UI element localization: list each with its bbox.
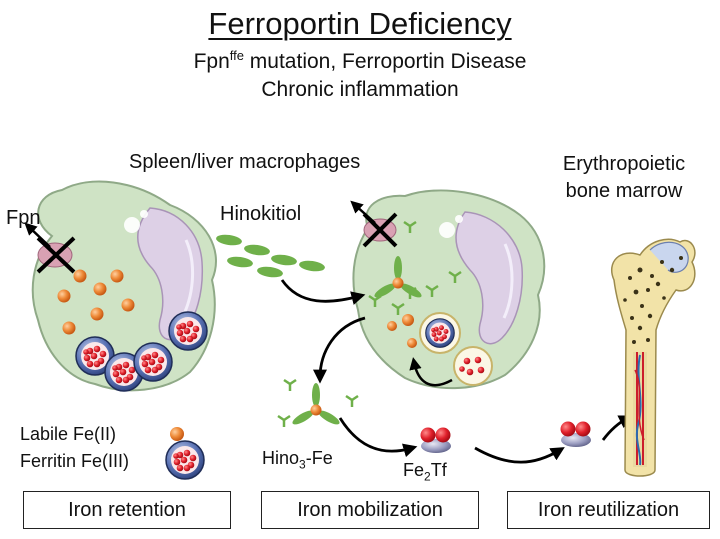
labile-iron-icon — [170, 427, 184, 441]
arrow-exit — [313, 316, 366, 384]
hino3-fe-label: Hino3-Fe — [262, 448, 333, 472]
transferrin-icon — [420, 421, 591, 453]
iron-retention-box: Iron retention — [23, 491, 231, 529]
arrow-to-marrow — [601, 415, 634, 441]
arrow-entry — [280, 279, 366, 305]
macrophages-label: Spleen/liver macrophages — [129, 151, 361, 173]
hino-suffix: -Fe — [305, 448, 333, 468]
fpn-text: Fpn — [193, 50, 230, 73]
hinokitiol-molecule-icon — [276, 378, 360, 429]
fe2tf-label: Fe2Tf — [403, 460, 447, 484]
hino-subscript: 3 — [299, 457, 306, 472]
fe2tf-suffix: Tf — [430, 460, 447, 480]
subtitle-line-2: Chronic inflammation — [261, 78, 459, 101]
subtitle-rest: mutation, Ferroportin Disease — [243, 50, 527, 73]
subtitle-line-1: Fpnffe mutation, Ferroportin Disease — [0, 48, 720, 74]
arrow-to-transferrin — [338, 417, 418, 458]
fe2tf-prefix: Fe — [403, 460, 425, 480]
blocked-channel-icon — [350, 200, 398, 248]
bone-icon — [611, 238, 696, 477]
macrophage-retention — [24, 180, 217, 392]
ferritin-icon — [165, 440, 205, 480]
blocked-channel-icon — [24, 222, 76, 274]
fpn-label: Fpn — [6, 207, 41, 229]
marrow-label-line2: bone marrow — [565, 180, 683, 202]
marrow-label-line1: Erythropoietic — [562, 153, 686, 175]
arrow-to-tf2 — [474, 446, 565, 464]
legend-ferritin-label: Ferritin Fe(III) — [20, 451, 130, 471]
hinokitiol-label: Hinokitiol — [220, 203, 302, 225]
legend-labile-label: Labile Fe(II) — [20, 424, 117, 444]
iron-reutilization-box: Iron reutilization — [507, 491, 710, 529]
diagram-title: Ferroportin Deficiency — [208, 6, 512, 41]
hino-prefix: Hino — [262, 448, 300, 468]
fe2tf-subscript: 2 — [424, 469, 431, 484]
hinokitiol-molecules — [216, 234, 325, 278]
macrophage-mobilization — [350, 189, 546, 390]
fpn-superscript: ffe — [229, 48, 244, 63]
iron-mobilization-box: Iron mobilization — [261, 491, 479, 529]
